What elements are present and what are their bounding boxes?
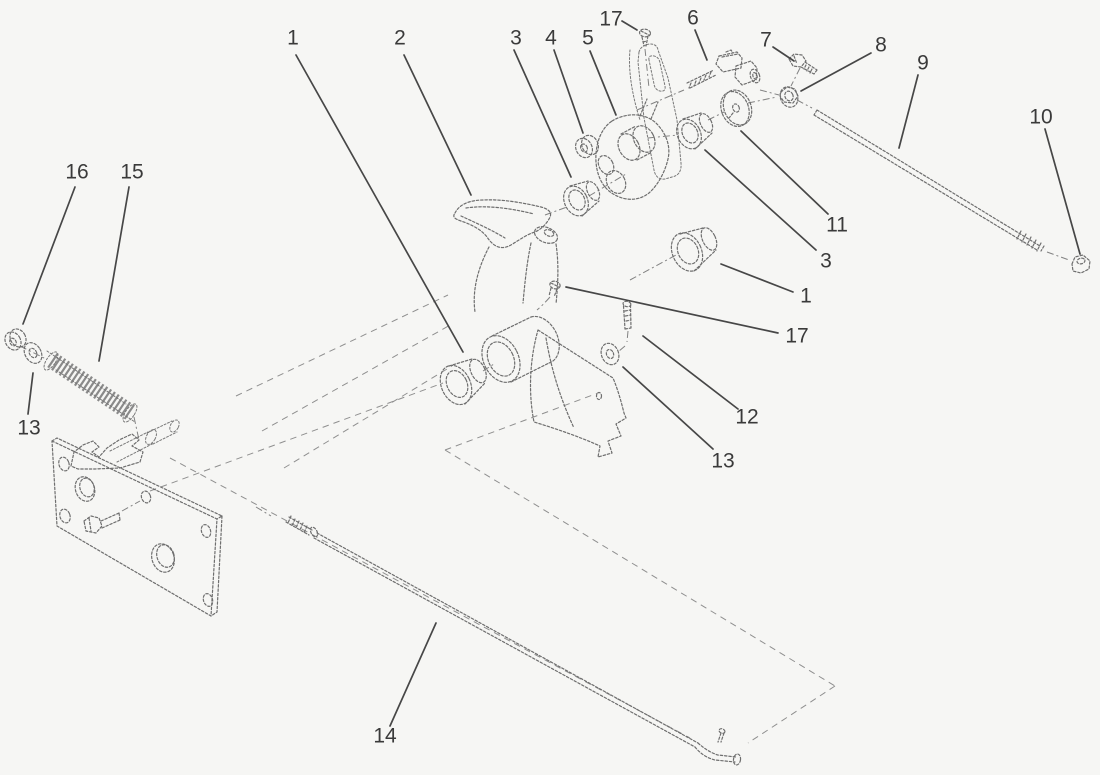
leader-line: [704, 149, 817, 251]
panel-outline-edge: [747, 685, 836, 744]
bolt-plate: [83, 490, 152, 534]
nut-10: [1071, 254, 1091, 274]
washer-11: [720, 89, 753, 128]
leader-line: [621, 20, 638, 31]
leader-line: [389, 622, 437, 727]
callout-label-6: 6: [687, 7, 699, 30]
callout-leader-lines: [22, 20, 1081, 727]
leader-line: [772, 46, 795, 62]
callout-label-7: 7: [760, 29, 772, 52]
callout-label-11: 11: [826, 214, 848, 237]
callout-labels: 1 2 3 4 5 17 6 7 8 9 10 11 3 1 17 12 13 …: [17, 7, 1052, 748]
bushing-1-right: [670, 227, 718, 272]
callout-label-12: 12: [735, 406, 758, 429]
screw-17-top: [638, 28, 652, 47]
screw-17-middle: [548, 280, 561, 298]
leader-line: [1044, 128, 1081, 255]
part-return-spring: [43, 350, 138, 423]
callout-label-10: 10: [1029, 106, 1052, 129]
leader-line: [553, 49, 584, 134]
leader-line: [589, 50, 617, 116]
callout-label-17b: 17: [785, 325, 808, 348]
callout-label-14: 14: [373, 725, 397, 748]
leader-line: [565, 286, 779, 334]
leader-line: [720, 263, 794, 293]
leader-line: [740, 130, 829, 215]
callout-label-1: 1: [287, 27, 299, 50]
panel-outline-edge: [444, 449, 836, 687]
rod-projection-line: [169, 457, 691, 739]
callout-label-3: 3: [510, 27, 522, 50]
part-upper-casting: [595, 98, 670, 200]
leader-line: [694, 29, 708, 61]
phantom-outline-lines: [149, 294, 836, 744]
washer-13-right: [600, 342, 620, 366]
projection-line: [283, 365, 453, 469]
callout-label-4: 4: [545, 27, 557, 50]
callout-label-15: 15: [120, 161, 143, 184]
leader-line: [898, 74, 919, 149]
leader-line: [642, 335, 739, 410]
part-front-plate: [529, 329, 627, 458]
callout-label-8: 8: [875, 34, 887, 57]
leader-line: [22, 186, 76, 325]
callout-label-1b: 1: [800, 285, 812, 308]
callout-label-9: 9: [917, 52, 929, 75]
projection-line: [235, 294, 449, 397]
pin-12: [622, 300, 632, 330]
part-pivot-bracket: [629, 43, 682, 180]
panel-outline-edge: [444, 392, 599, 451]
bushing-3-left: [563, 180, 601, 217]
nut-4: [574, 134, 600, 159]
callout-label-3b: 3: [820, 250, 832, 273]
washer-13-left: [23, 342, 43, 364]
callout-label-17a: 17: [599, 8, 622, 31]
callout-label-13a: 13: [17, 417, 40, 440]
projection-line: [149, 382, 444, 492]
leader-line: [403, 54, 472, 196]
part-elbow-fitting: [686, 49, 761, 89]
leader-line: [27, 372, 34, 415]
projection-line: [261, 323, 453, 432]
callout-label-5: 5: [582, 27, 594, 50]
callout-label-13b: 13: [711, 450, 734, 473]
callout-label-2: 2: [394, 27, 406, 50]
bushing-1-left: [439, 358, 487, 406]
bolt-7: [788, 53, 818, 75]
leader-line: [98, 186, 130, 362]
callout-label-16: 16: [65, 161, 88, 184]
leader-line: [513, 49, 572, 178]
part-mounting-plate: [51, 419, 223, 617]
leader-line: [622, 366, 714, 450]
leader-line: [800, 52, 872, 92]
part-control-rod-14: [285, 515, 742, 766]
nut-8: [779, 86, 799, 108]
bushing-3-right: [676, 112, 714, 150]
rod-9: [813, 109, 1045, 252]
nut-16: [4, 328, 27, 351]
part-pivot-hub: [481, 315, 560, 383]
part-pedal-lever: [453, 199, 559, 313]
leader-line: [295, 54, 464, 353]
